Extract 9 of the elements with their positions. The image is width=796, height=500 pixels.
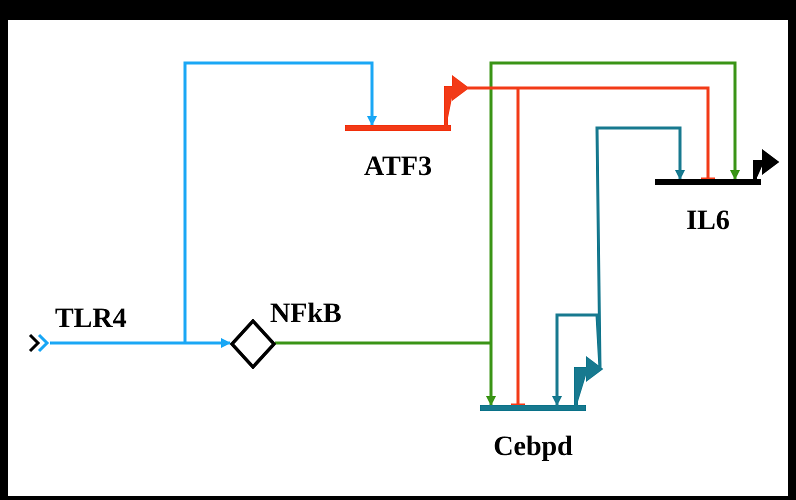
inhibition-line [466,86,526,406]
node-label: NFkB [270,300,342,328]
arrow [50,62,377,344]
gene-label: ATF3 [364,153,432,181]
arrow [552,314,602,406]
gene-label: IL6 [686,207,730,235]
gene-label: Cebpd [493,433,573,461]
node-label: TLR4 [55,305,127,333]
arrow [275,342,496,406]
